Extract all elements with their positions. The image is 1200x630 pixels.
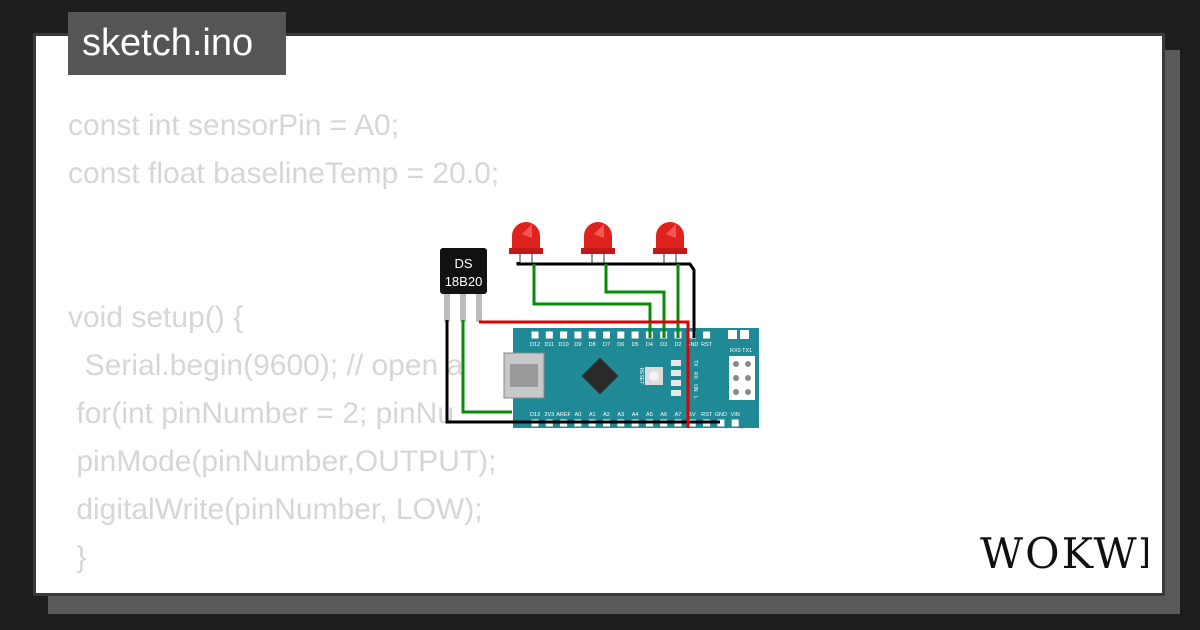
- pin-label: VIN: [731, 412, 740, 418]
- pin-label: D2: [674, 342, 681, 348]
- header-pin[interactable]: [574, 331, 582, 339]
- wire-led2-d3: [604, 264, 666, 338]
- pin-label: A0: [575, 412, 582, 418]
- wokwi-logo: WOKWI: [980, 529, 1148, 578]
- reset-button-cap: [649, 371, 659, 381]
- header-pin[interactable]: [717, 419, 725, 427]
- pin-label: D10: [559, 342, 569, 348]
- arduino-nano-board[interactable]: RESET TX RX ON L RX0 TX1 D12 D11 D10 D9 D8 D7…: [503, 328, 759, 428]
- preview-card: [33, 33, 1165, 596]
- pin-label: AREF: [556, 412, 571, 418]
- rx-pin: [728, 330, 737, 339]
- pin-label: D6: [617, 342, 624, 348]
- status-led: [671, 390, 681, 396]
- code-line: const float baselineTemp = 20.0;: [68, 157, 500, 190]
- header-pin[interactable]: [560, 331, 568, 339]
- mcu-chip: [581, 357, 619, 395]
- status-led: [671, 370, 681, 376]
- header-pin[interactable]: [531, 331, 539, 339]
- pin-label: D13: [530, 412, 540, 418]
- icsp-pins: [733, 361, 751, 395]
- pin-label: A3: [617, 412, 624, 418]
- code-line: const int sensorPin = A0;: [68, 109, 400, 142]
- wire-ground-leds: [516, 262, 696, 338]
- pin-label: RST: [701, 412, 713, 418]
- code-line: void setup() {: [68, 301, 244, 334]
- pin-label: A6: [660, 412, 667, 418]
- pin-label: D12: [530, 342, 540, 348]
- pin-label: 3V3: [544, 412, 554, 418]
- pin-label: RST: [701, 342, 713, 348]
- wire-sensor-gnd: [445, 320, 720, 424]
- rx-tx-label: RX0 TX1: [730, 348, 752, 354]
- header-pin[interactable]: [688, 331, 696, 339]
- header-pin[interactable]: [545, 331, 553, 339]
- file-name-label: sketch.ino: [82, 22, 254, 64]
- wires: [445, 262, 720, 428]
- header-pin[interactable]: [631, 331, 639, 339]
- header-pin[interactable]: [588, 331, 596, 339]
- pin-label: D5: [632, 342, 639, 348]
- pin-label: D11: [544, 342, 554, 348]
- tx-pin: [740, 330, 749, 339]
- led-3[interactable]: [653, 222, 687, 265]
- board-body: [513, 328, 759, 428]
- pin-label: D9: [574, 342, 581, 348]
- status-led: [671, 360, 681, 366]
- led-label-l: L: [692, 396, 698, 399]
- code-line: digitalWrite(pinNumber, LOW);: [68, 493, 483, 526]
- code-line: Serial.begin(9600); // open a: [68, 349, 464, 382]
- status-led: [671, 380, 681, 386]
- usb-port: [510, 364, 538, 387]
- pin-label: D4: [646, 342, 653, 348]
- led-1[interactable]: [509, 222, 543, 265]
- pin-label: A5: [646, 412, 653, 418]
- pin-label: A2: [603, 412, 610, 418]
- pin-label: GND: [715, 412, 727, 418]
- sensor-label-line2: 18B20: [445, 274, 483, 289]
- ds18b20-sensor[interactable]: DS 18B20: [440, 248, 487, 322]
- led-label-on: ON: [692, 384, 698, 392]
- pin-label: A4: [632, 412, 639, 418]
- wire-sensor-vcc: [479, 320, 690, 428]
- pin-label: A1: [589, 412, 596, 418]
- pin-label: D8: [589, 342, 596, 348]
- pin-label: A7: [675, 412, 682, 418]
- header-pin[interactable]: [703, 331, 711, 339]
- brand-text: WOKWI: [980, 529, 1148, 578]
- pin-label: GND: [686, 342, 698, 348]
- header-pin[interactable]: [603, 331, 610, 339]
- icsp-header: [729, 356, 755, 400]
- pin-label: D7: [603, 342, 610, 348]
- code-line: }: [68, 541, 87, 574]
- pin-label: 5V: [689, 412, 696, 418]
- header-pin[interactable]: [731, 419, 739, 427]
- led-label-rx: RX: [692, 372, 698, 380]
- wire-sensor-data: [461, 320, 512, 414]
- code-line: pinMode(pinNumber,OUTPUT);: [68, 445, 497, 478]
- wire-led1-d4: [532, 264, 652, 338]
- led-2[interactable]: [581, 222, 615, 265]
- reset-label: RESET: [638, 368, 644, 385]
- header-pin[interactable]: [617, 331, 625, 339]
- sensor-label-line1: DS: [454, 256, 472, 271]
- pin-label: D3: [660, 342, 667, 348]
- file-name-tab[interactable]: sketch.ino: [68, 12, 286, 75]
- led-label-tx: TX: [692, 360, 698, 367]
